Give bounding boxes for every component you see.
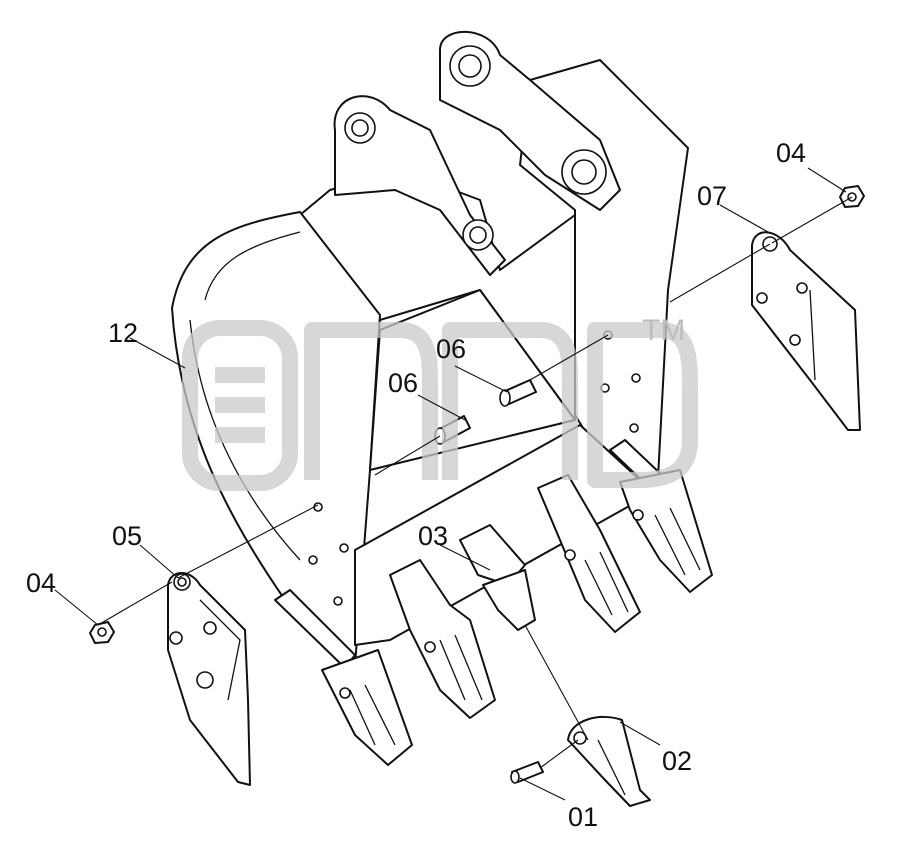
callout-labels: 12 05 04 06 06 03 02 01 07 04 bbox=[26, 138, 806, 832]
callout-01: 01 bbox=[568, 802, 598, 832]
callout-12: 12 bbox=[108, 318, 138, 348]
bolt-upper bbox=[499, 379, 537, 407]
callout-03: 03 bbox=[418, 521, 448, 551]
callout-05: 05 bbox=[112, 521, 142, 551]
side-cutter-right bbox=[751, 231, 861, 431]
callout-06-upper: 06 bbox=[436, 334, 466, 364]
retaining-pin bbox=[510, 761, 544, 784]
callout-06-lower: 06 bbox=[388, 368, 418, 398]
callout-02: 02 bbox=[662, 746, 692, 776]
nut-right bbox=[839, 185, 865, 208]
exploded-tooth bbox=[567, 715, 651, 807]
nut-left bbox=[89, 621, 115, 644]
callout-04-left: 04 bbox=[26, 568, 56, 598]
trademark-symbol: TM bbox=[642, 314, 685, 347]
bucket-teeth bbox=[321, 469, 713, 766]
callout-04-right: 04 bbox=[776, 138, 806, 168]
leader-lines bbox=[54, 167, 853, 801]
callout-07: 07 bbox=[697, 181, 727, 211]
side-cutter-left bbox=[167, 572, 251, 786]
watermark-logo: TM bbox=[182, 314, 698, 491]
